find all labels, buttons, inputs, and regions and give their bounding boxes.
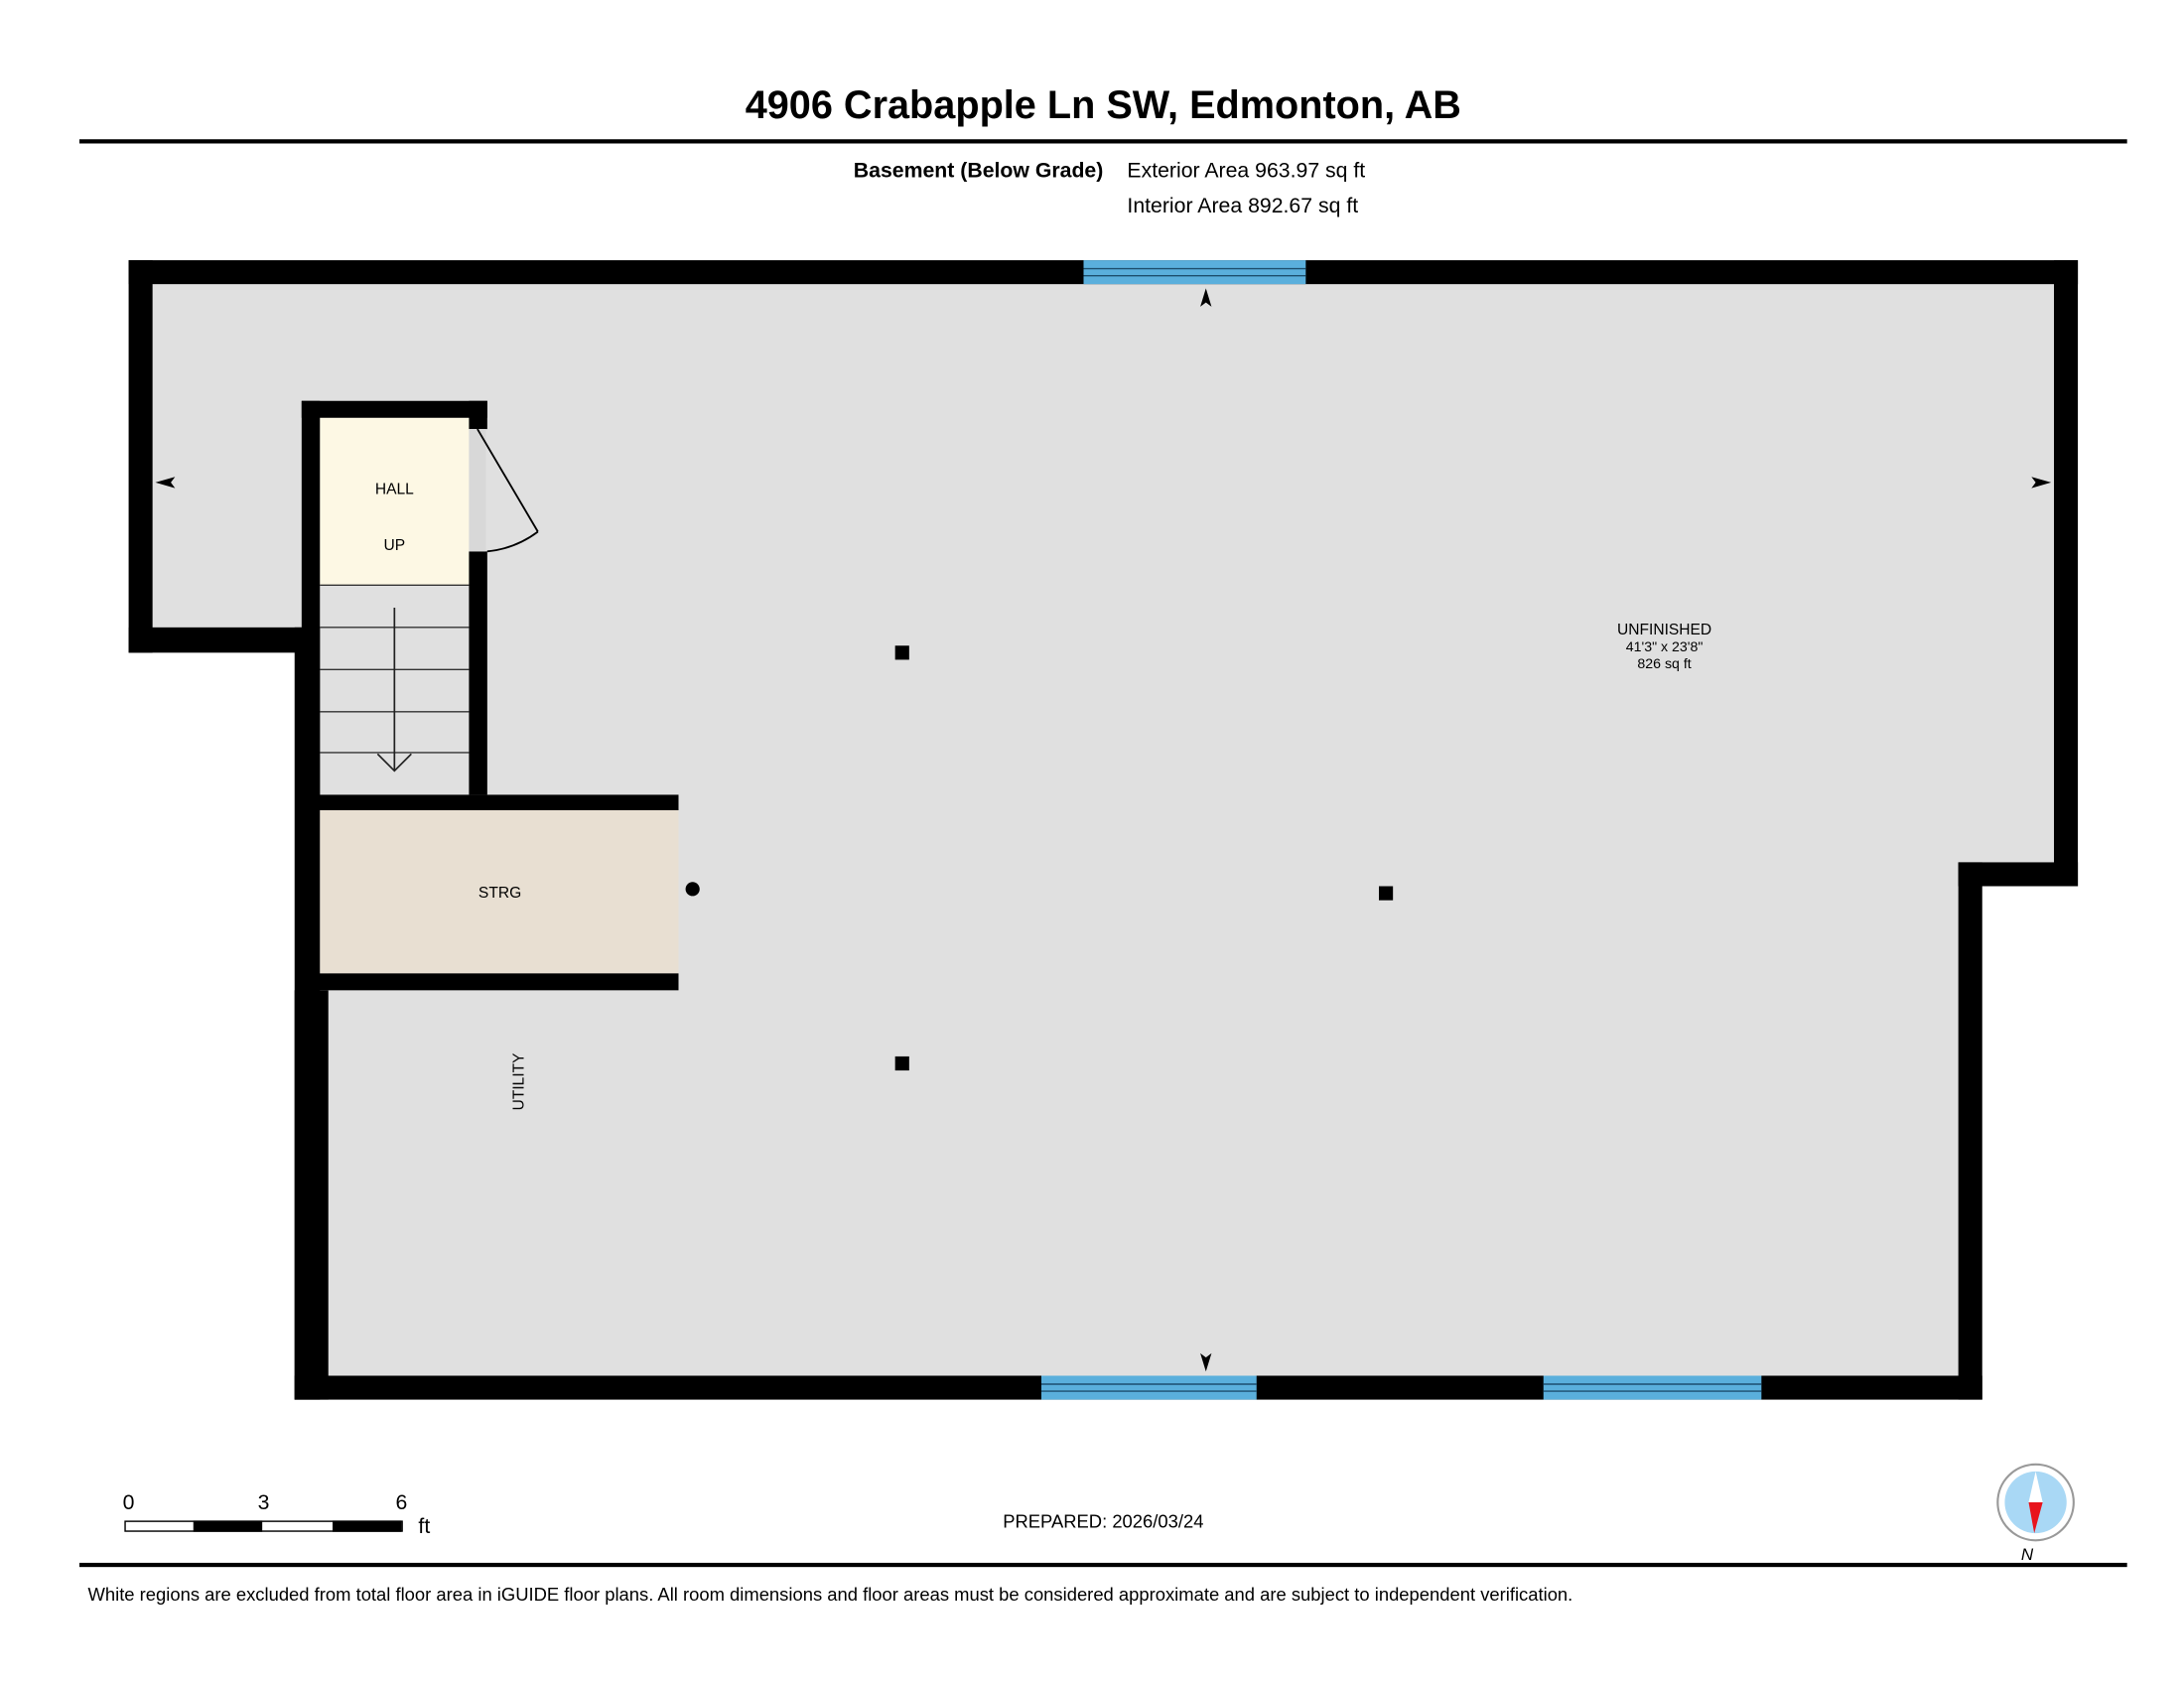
page-title: 4906 Crabapple Ln SW, Edmonton, AB [746,83,1461,127]
column-icon [685,882,700,897]
room-label-storage: STRG [478,885,521,902]
stair-direction-arrow-icon [376,608,412,773]
room-label-hall: HALL [375,481,414,497]
hall-room [320,417,470,586]
scale-tick: 0 [123,1490,135,1514]
windows [1041,260,1762,1400]
unfinished-floor [152,284,2055,1376]
scale-bar: 0 3 6 ft [123,1490,431,1538]
header-divider [79,139,2127,144]
post-icon [894,1055,909,1071]
arrow-down-icon [1200,1352,1212,1372]
disclaimer: White regions are excluded from total fl… [87,1584,1572,1605]
interior-area: Interior Area 892.67 sq ft [1127,194,1358,217]
exterior-area: Exterior Area 963.97 sq ft [1127,159,1365,183]
arrow-right-icon [2031,477,2052,489]
room-dimensions: 41'3" x 23'8" [1626,639,1704,655]
compass-north-label: N [2021,1545,2034,1564]
room-label-utility: UTILITY [511,1053,528,1111]
floor-name: Basement (Below Grade) [854,159,1104,183]
scale-tick: 6 [396,1490,408,1514]
arrow-left-icon [155,477,176,489]
window-bottom-right [1543,1375,1762,1400]
prepared-date: PREPARED: 2026/03/24 [1003,1511,1203,1532]
door-swing [477,428,539,553]
stairs-up-label: UP [384,537,406,554]
compass-icon: N [1996,1463,2075,1564]
scale-tick: 3 [258,1490,270,1514]
arrow-up-icon [1200,288,1212,307]
window-top [1083,260,1306,285]
post-icon [1379,886,1394,901]
room-label-unfinished: UNFINISHED [1617,622,1711,638]
scale-unit: ft [418,1514,430,1538]
room-area: 826 sq ft [1637,656,1691,672]
footer-divider [79,1562,2127,1568]
storage-room [320,810,679,974]
door-opening [469,429,486,552]
post-icon [894,645,909,660]
window-bottom-left [1041,1375,1257,1400]
floor-plan: HALL UP STRG UTILITY UNFINISHED 41'3" x … [128,260,2079,1400]
